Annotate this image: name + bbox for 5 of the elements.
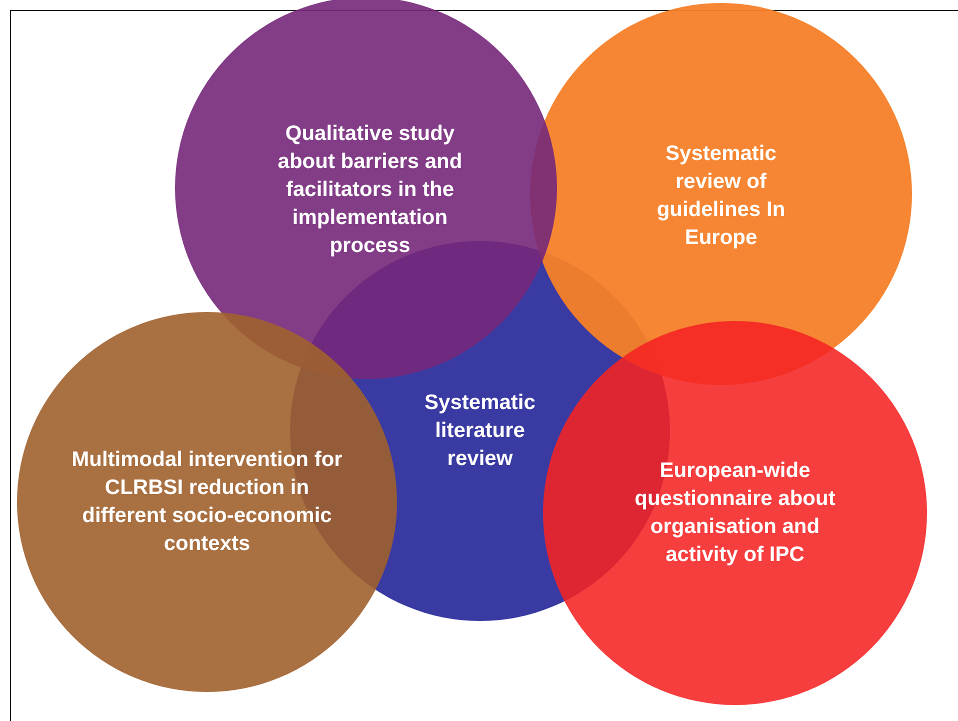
circle-label: European-wide questionnaire about organisation and activity of IPC: [634, 458, 836, 568]
circle-label: Systematic review of guidelines In Europe: [656, 141, 786, 251]
circle-label: Multimodal intervention for CLRBSI reduction in different socio-economic contexts: [70, 447, 344, 557]
circle-label: Systematic literature review: [424, 390, 536, 472]
circle-label: Qualitative study about barriers and facilitators in the implementation process: [276, 121, 464, 259]
